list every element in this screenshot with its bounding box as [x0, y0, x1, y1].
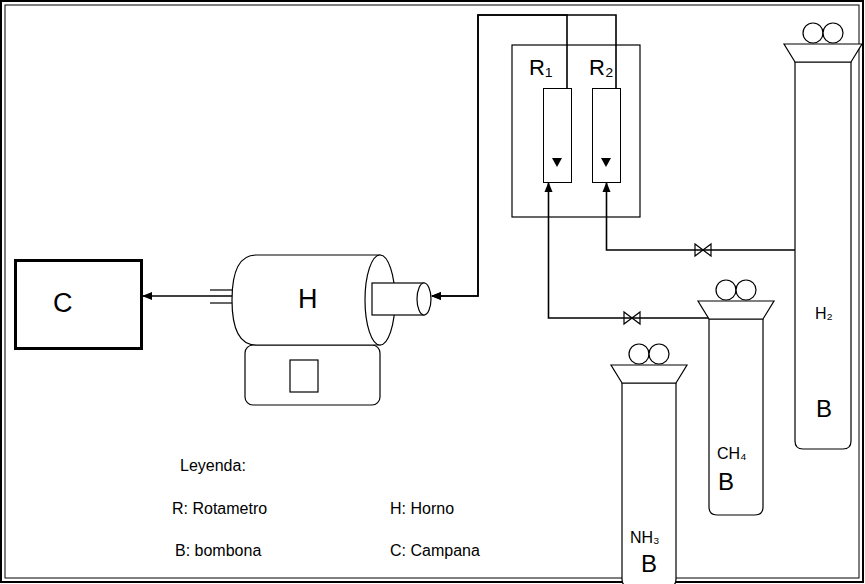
gas-cylinder: H₂ B [783, 22, 863, 450]
gas-line [607, 183, 796, 250]
legend-note: C: Campana [390, 542, 480, 560]
oven-drawing [210, 255, 431, 405]
rotameter-tube: R₁ [543, 88, 572, 183]
node-label: B [641, 551, 657, 577]
gas-cylinder: CH₄ B [697, 279, 775, 516]
float-indicator [601, 158, 611, 167]
node-label: NH₃ [630, 529, 660, 547]
rotameter-tube: R₂ [592, 88, 621, 183]
node-label: H [298, 285, 318, 315]
legend-note: Leyenda: [180, 457, 246, 475]
gas-line [143, 295, 232, 297]
legend-note: B: bombona [175, 542, 261, 560]
valve-symbol [624, 244, 711, 324]
cylinder-outline [697, 279, 775, 516]
node-label: C [53, 289, 73, 319]
node-label: H₂ [815, 305, 833, 323]
cylinder-outline [610, 343, 688, 584]
node-label: B [718, 469, 734, 495]
float-indicator [552, 158, 562, 167]
oven-box: H [232, 255, 432, 345]
node-label: B [816, 396, 832, 422]
cylinder-outline [783, 22, 863, 450]
gas-line [432, 15, 567, 296]
legend-note: H: Horno [390, 500, 454, 518]
node-label: CH₄ [717, 445, 747, 463]
gas-cylinder: NH₃ B [610, 343, 688, 584]
node-label: R₁ [529, 56, 552, 80]
gas-line [432, 15, 616, 296]
inner-frame [5, 5, 859, 578]
rotameter-panel [512, 45, 640, 217]
node-label: R₂ [589, 56, 613, 80]
legend-note: R: Rotametro [172, 500, 267, 518]
hood-box: C [14, 259, 143, 350]
